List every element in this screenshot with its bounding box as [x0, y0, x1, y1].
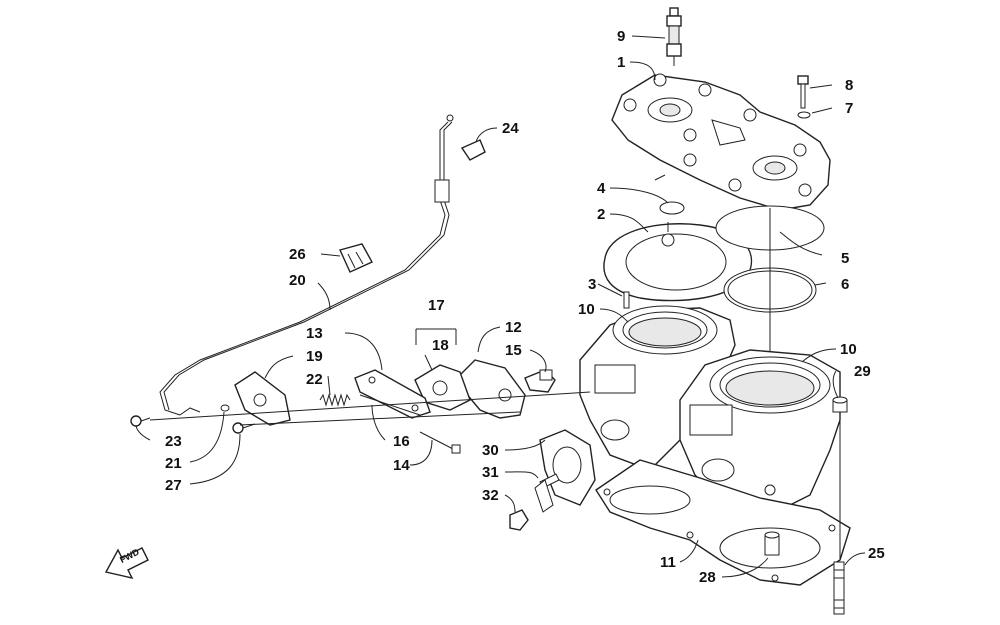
- part-washer-7: [797, 111, 811, 119]
- part-spark-plug: [666, 7, 682, 66]
- part-bolt-23: [130, 415, 151, 427]
- callout-10-left: 10: [578, 301, 595, 318]
- part-cable-20: [159, 114, 454, 416]
- part-o-ring-4: [659, 201, 685, 215]
- part-exhaust-gasket-30: [539, 429, 596, 506]
- part-head-dome: [603, 222, 753, 302]
- callout-4: 4: [597, 180, 606, 197]
- callout-29: 29: [854, 363, 871, 380]
- part-valve-housing-12: [454, 359, 526, 419]
- callout-21: 21: [165, 455, 182, 472]
- part-spring-22: [319, 393, 351, 407]
- callout-28: 28: [699, 569, 716, 586]
- part-bushing-29: [832, 396, 848, 413]
- part-cylinder-head: [611, 73, 831, 211]
- callout-27: 27: [165, 477, 182, 494]
- part-flange-19: [234, 371, 291, 426]
- callout-30: 30: [482, 442, 499, 459]
- callout-19: 19: [306, 348, 323, 365]
- callout-10-right: 10: [840, 341, 857, 358]
- part-stud-31: [534, 473, 560, 513]
- part-valve-cover-13: [354, 369, 431, 419]
- part-dowel-3: [623, 291, 630, 309]
- part-clip-24: [460, 139, 486, 161]
- part-cylinder-left: [579, 305, 736, 471]
- callout-32: 32: [482, 487, 499, 504]
- callout-25: 25: [868, 545, 885, 562]
- part-screw-14: [419, 431, 461, 454]
- callout-9: 9: [617, 28, 625, 45]
- callout-5: 5: [841, 250, 849, 267]
- callout-3: 3: [588, 276, 596, 293]
- callout-2: 2: [597, 206, 605, 223]
- callout-8: 8: [845, 77, 853, 94]
- callout-31: 31: [482, 464, 499, 481]
- callout-18: 18: [432, 337, 449, 354]
- part-grommet-26: [339, 243, 373, 273]
- part-bolt-27: [232, 422, 256, 434]
- callout-26: 26: [289, 246, 306, 263]
- part-stud-25: [833, 561, 845, 615]
- callout-15: 15: [505, 342, 522, 359]
- callout-24: 24: [502, 120, 519, 137]
- part-base-gasket: [595, 459, 851, 586]
- callout-22: 22: [306, 371, 323, 388]
- callout-6: 6: [841, 276, 849, 293]
- part-sleeve-28: [764, 531, 780, 556]
- callouts: 9 1 8 7 4 2 5 6 3 10 10 29 12 15 17 18 1…: [165, 28, 885, 586]
- part-bolt-8: [797, 75, 809, 109]
- part-nut-32: [509, 509, 529, 531]
- callout-23: 23: [165, 433, 182, 450]
- callout-20: 20: [289, 272, 306, 289]
- part-clip-21: [220, 404, 230, 412]
- callout-7: 7: [845, 100, 853, 117]
- callout-16: 16: [393, 433, 410, 450]
- callout-12: 12: [505, 319, 522, 336]
- part-valve-15: [524, 369, 556, 393]
- callout-13: 13: [306, 325, 323, 342]
- callout-11: 11: [660, 554, 676, 571]
- callout-1: 1: [617, 54, 625, 71]
- callout-14: 14: [393, 457, 410, 474]
- part-cylinder-right: [679, 349, 841, 516]
- callout-17: 17: [428, 297, 445, 314]
- leader-lines: [135, 35, 866, 578]
- fwd-arrow-icon: FWD: [104, 546, 149, 580]
